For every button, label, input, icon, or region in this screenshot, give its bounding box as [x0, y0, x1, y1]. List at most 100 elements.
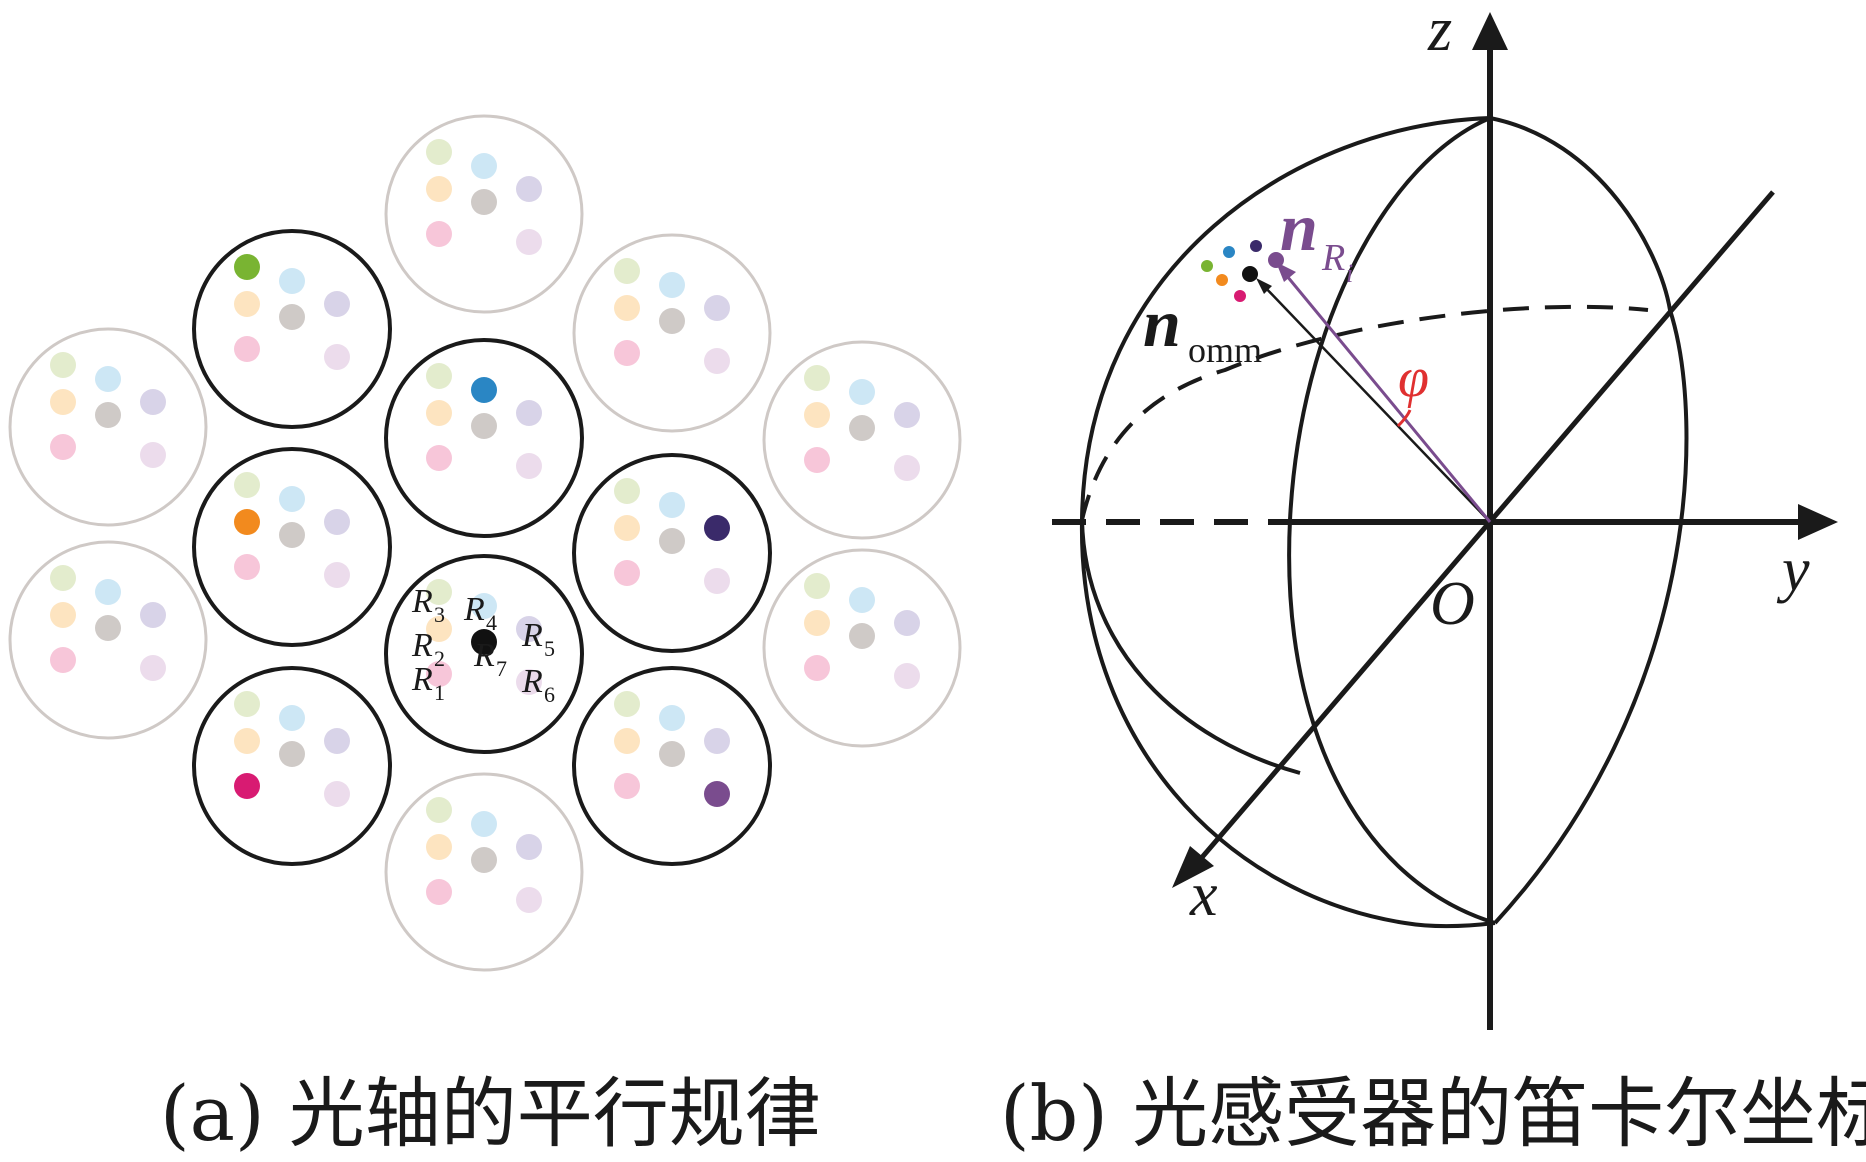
- receptor-r2-dot: [426, 400, 452, 426]
- y-axis-arrowhead: [1798, 504, 1838, 540]
- receptor-label-r5-subscript: 5: [544, 636, 555, 661]
- receptor-label-r7-subscript: 7: [496, 656, 507, 681]
- receptor-label-r1: R: [411, 661, 433, 698]
- receptor-r6-dot: [894, 455, 920, 481]
- z-axis-arrowhead: [1472, 12, 1508, 50]
- receptor-r2-dot: [426, 834, 452, 860]
- ommatidium-7: [192, 447, 392, 647]
- receptor-label-r6-subscript: 6: [544, 682, 555, 707]
- receptor-r7-dot: [95, 402, 121, 428]
- receptor-r7-dot: [849, 415, 875, 441]
- receptor-dot-r6: [1268, 252, 1284, 268]
- receptor-r7-dot: [659, 308, 685, 334]
- receptor-r1-dot: [614, 773, 640, 799]
- receptor-r1-dot: [50, 434, 76, 460]
- receptor-r6-dot: [324, 562, 350, 588]
- ommatidium-9: [8, 540, 208, 740]
- receptor-r3-dot: [426, 139, 452, 165]
- receptor-r3-dot: [614, 691, 640, 717]
- receptor-r3-dot: [804, 365, 830, 391]
- receptor-label-r4: R: [463, 591, 485, 628]
- receptor-r6-dot: [894, 663, 920, 689]
- receptor-r4-dot: [279, 268, 305, 294]
- axis-label-z: z: [1427, 0, 1452, 64]
- receptor-r1-dot: [426, 879, 452, 905]
- receptor-r5-dot: [324, 509, 350, 535]
- receptor-r5-dot: [516, 616, 542, 642]
- receptor-r4-dot: [849, 587, 875, 613]
- x-axis-arrowhead: [1172, 846, 1214, 888]
- ommatidium-14: [384, 772, 584, 972]
- receptor-r7-dot: [279, 741, 305, 767]
- receptor-r5-dot: [324, 291, 350, 317]
- receptor-label-r3-subscript: 3: [434, 602, 445, 627]
- n-Ri-subsubscript: i: [1346, 259, 1353, 288]
- receptor-r6-dot: [704, 348, 730, 374]
- receptor-r2-dot: [50, 602, 76, 628]
- receptor-dot-r1: [1234, 290, 1246, 302]
- receptor-r5-dot: [704, 515, 730, 541]
- n-Ri-subscript: R: [1321, 237, 1345, 279]
- receptor-r6-dot: [140, 442, 166, 468]
- receptor-r2-dot: [234, 728, 260, 754]
- receptor-r5-dot: [704, 295, 730, 321]
- n-omm-vector: [1261, 283, 1491, 523]
- receptor-r3-dot: [50, 565, 76, 591]
- caption-panel-a: (a) 光轴的平行规律: [160, 1069, 821, 1158]
- receptor-r5-dot: [324, 728, 350, 754]
- receptor-r1-dot: [234, 336, 260, 362]
- receptor-r4-dot: [95, 366, 121, 392]
- ommatidium-8: [572, 453, 772, 653]
- receptor-r6-dot: [516, 453, 542, 479]
- axis-label-x: x: [1189, 861, 1218, 929]
- receptor-r4-dot: [849, 379, 875, 405]
- receptor-r7-dot: [849, 623, 875, 649]
- receptor-r6-dot: [516, 887, 542, 913]
- receptor-r4-dot: [659, 705, 685, 731]
- ommatidium-4: [8, 327, 208, 527]
- receptor-r1-dot: [614, 340, 640, 366]
- receptor-r3-dot: [234, 254, 260, 280]
- receptor-r4-dot: [279, 705, 305, 731]
- receptor-r5-dot: [516, 176, 542, 202]
- receptor-r4-dot: [471, 811, 497, 837]
- receptor-r3-dot: [614, 478, 640, 504]
- receptor-r5-dot: [516, 834, 542, 860]
- receptor-r2-dot: [614, 728, 640, 754]
- receptor-r5-dot: [894, 402, 920, 428]
- receptor-r5-dot: [140, 602, 166, 628]
- receptor-r6-dot: [516, 229, 542, 255]
- receptor-r2-dot: [50, 389, 76, 415]
- receptor-r4-dot: [471, 593, 497, 619]
- receptor-r4-dot: [659, 492, 685, 518]
- receptor-r4-dot: [95, 579, 121, 605]
- receptor-r6-dot: [704, 568, 730, 594]
- receptor-dot-r7: [1242, 266, 1258, 282]
- receptor-r2-dot: [234, 291, 260, 317]
- receptor-r3-dot: [426, 579, 452, 605]
- receptor-dot-r5: [1250, 240, 1262, 252]
- n-omm-label: n: [1143, 285, 1181, 361]
- receptor-r7-dot: [279, 304, 305, 330]
- receptor-r7-dot: [95, 615, 121, 641]
- receptor-r3-dot: [234, 472, 260, 498]
- n-Ri-vector: [1280, 269, 1492, 523]
- receptor-label-r3: R: [411, 583, 433, 620]
- receptor-r6-dot: [516, 669, 542, 695]
- receptor-r2-dot: [804, 402, 830, 428]
- receptor-r4-dot: [659, 272, 685, 298]
- receptor-label-r2-subscript: 2: [434, 646, 445, 671]
- receptor-label-r1-subscript: 1: [434, 680, 445, 705]
- receptor-r2-dot: [804, 610, 830, 636]
- lower-arc: [1080, 519, 1301, 775]
- n-omm-subscript: omm: [1188, 330, 1262, 370]
- ommatidium-1: [384, 114, 584, 314]
- receptor-label-r6: R: [521, 663, 543, 700]
- receptor-r4-dot: [471, 377, 497, 403]
- receptor-label-r4-subscript: 4: [486, 610, 497, 635]
- receptor-r1-dot: [804, 447, 830, 473]
- receptor-r2-dot: [614, 295, 640, 321]
- receptor-r3-dot: [426, 363, 452, 389]
